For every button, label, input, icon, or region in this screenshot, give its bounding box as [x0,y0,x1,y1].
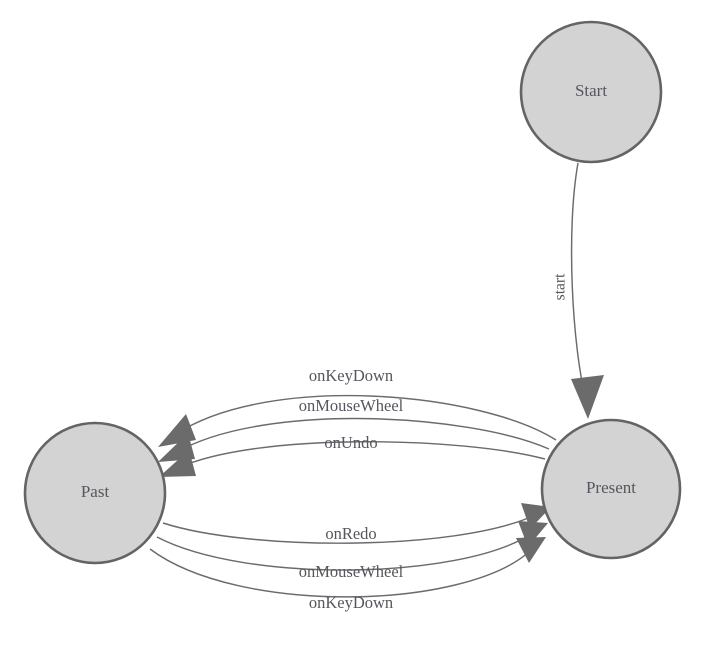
node-start-label: Start [575,81,607,100]
edge-present-past-onkeydown-label: onKeyDown [309,366,393,385]
edge-present-past-onundo-label: onUndo [324,433,377,452]
edge-start-present[interactable]: start [552,162,604,419]
edge-past-present-onredo-path [162,515,534,544]
edge-present-past-onundo-arrowhead [159,450,196,477]
edge-past-present-onmousewheel-path [156,533,532,571]
edge-start-present-arrowhead [571,375,604,419]
edge-start-present-label: start [552,273,569,300]
node-present-circle [540,418,682,560]
edge-present-past-onundo-path [177,441,546,469]
node-past-circle [23,421,167,565]
edge-present-past-onmousewheel-label: onMouseWheel [299,396,404,415]
edge-present-past-onundo[interactable]: onUndo [159,433,546,477]
edge-present-past-onmousewheel-path [176,417,550,453]
node-past[interactable]: Past [23,421,167,565]
edge-past-present-onkeydown-arrowhead [516,537,546,563]
edge-past-present-onredo-label: onRedo [325,524,376,543]
edge-past-present-onkeydown[interactable]: onKeyDown [149,537,546,612]
edge-present-past-onkeydown-path [175,394,557,441]
node-start-circle [519,20,663,164]
node-present[interactable]: Present [540,418,682,560]
edge-past-present-onkeydown-label: onKeyDown [309,593,393,612]
edge-past-present-onkeydown-path [149,548,531,598]
edge-past-present-onmousewheel-label: onMouseWheel [299,562,404,581]
node-present-label: Present [586,478,636,497]
edge-present-past-onmousewheel[interactable]: onMouseWheel [158,396,550,462]
node-past-label: Past [81,482,110,501]
edge-start-present-path [570,162,587,401]
node-start[interactable]: Start [519,20,663,164]
edge-past-present-onredo[interactable]: onRedo [162,503,551,544]
